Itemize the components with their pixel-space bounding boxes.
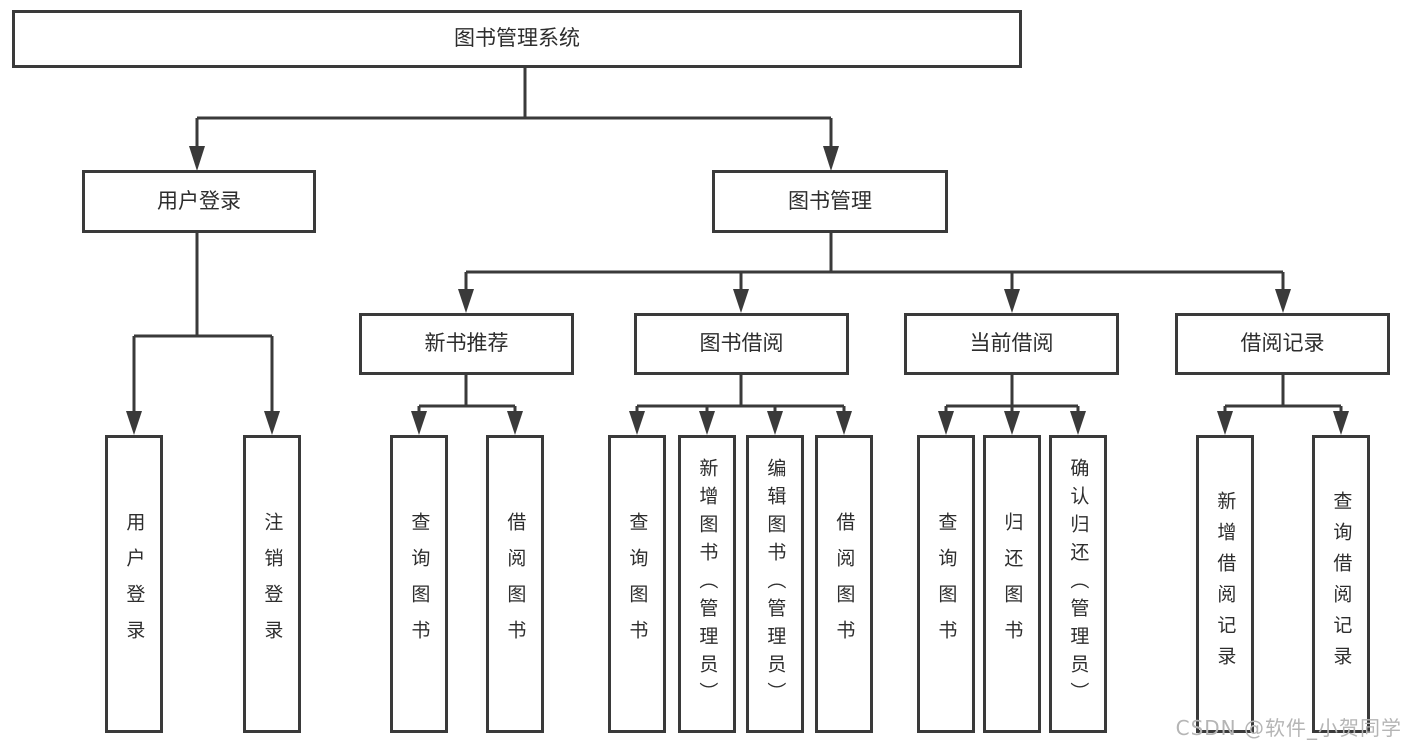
- edge-borrow-records-split: [1217, 375, 1349, 435]
- edge-root-split: [189, 68, 839, 171]
- leaf-add-books-admin: 新增图书（管理员）: [678, 435, 736, 733]
- node-new-book-recommend: 新书推荐: [359, 313, 574, 375]
- node-borrow-records: 借阅记录: [1175, 313, 1390, 375]
- leaf-query-books-recommend: 查询图书: [390, 435, 448, 733]
- edge-new-book-recommend-split: [411, 375, 523, 435]
- node-book-management-branch: 图书管理: [712, 170, 948, 233]
- leaf-add-borrow-record: 新增借阅记录: [1196, 435, 1254, 733]
- edge-current-borrow-split: [938, 375, 1086, 435]
- leaf-borrow-books: 借阅图书: [815, 435, 873, 733]
- node-current-borrow: 当前借阅: [904, 313, 1119, 375]
- leaf-query-books-current: 查询图书: [917, 435, 975, 733]
- leaf-borrow-books-recommend: 借阅图书: [486, 435, 544, 733]
- csdn-watermark: CSDN @软件_小贺同学: [1175, 716, 1402, 740]
- node-book-borrow: 图书借阅: [634, 313, 849, 375]
- leaf-edit-books-admin: 编辑图书（管理员）: [746, 435, 804, 733]
- leaf-query-books-borrow: 查询图书: [608, 435, 666, 733]
- leaf-logout: 注销登录: [243, 435, 301, 733]
- leaf-confirm-return-admin: 确认归还（管理员）: [1049, 435, 1107, 733]
- node-library-management-system: 图书管理系统: [12, 10, 1022, 68]
- edge-book-management-split: [458, 233, 1291, 313]
- edge-user-login-split: [126, 233, 280, 435]
- node-user-login-branch: 用户登录: [82, 170, 316, 233]
- leaf-user-login: 用户登录: [105, 435, 163, 733]
- leaf-return-books: 归还图书: [983, 435, 1041, 733]
- edge-book-borrow-split: [629, 375, 852, 435]
- leaf-query-borrow-record: 查询借阅记录: [1312, 435, 1370, 733]
